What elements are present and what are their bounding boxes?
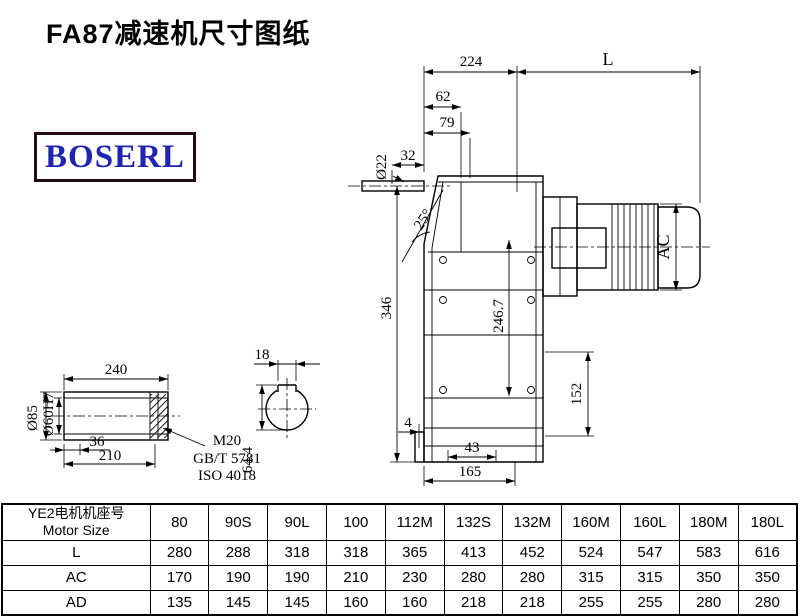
column-header: 90S [208, 503, 269, 541]
dim-25deg: 25° [411, 207, 436, 233]
technical-drawing: 224 L 62 79 32 Ø22 25° 346 246.7 AC [25, 49, 710, 486]
table-cell: 280 [502, 564, 563, 591]
output-shaft-view: 240 Ø85 Ø60H7 36 210 M20 GB/T 5781 ISO 4… [25, 362, 261, 484]
column-header: 90L [267, 503, 327, 541]
column-header: 160M [561, 503, 621, 541]
column-header: 80 [149, 503, 210, 541]
table-cell: 280 [678, 589, 739, 616]
table-cell: 315 [620, 564, 680, 591]
table-cell: 145 [267, 589, 327, 616]
dim-18: 18 [255, 347, 270, 363]
table-cell: 280 [149, 539, 210, 566]
column-header: 132M [502, 503, 563, 541]
table-cell: 452 [502, 539, 563, 566]
dim-210: 210 [99, 448, 122, 464]
brand-logo: BOSERL [34, 132, 196, 182]
table-cell: 315 [561, 564, 621, 591]
table-cell: 170 [149, 564, 210, 591]
table-cell: 288 [208, 539, 269, 566]
motor [534, 196, 710, 297]
row-label-AD: AD [1, 589, 151, 616]
table-cell: 190 [267, 564, 327, 591]
table-header-motor-size-en: Motor Size [42, 522, 110, 539]
dim-240: 240 [105, 362, 128, 378]
table-cell: 350 [737, 564, 798, 591]
table-cell: 190 [208, 564, 269, 591]
table-cell: 255 [620, 589, 680, 616]
dim-32: 32 [401, 148, 416, 164]
row-label-AC: AC [1, 564, 151, 591]
table-cell: 218 [443, 589, 504, 616]
column-header: 132S [443, 503, 504, 541]
dim-165: 165 [459, 464, 482, 480]
table-cell: 547 [620, 539, 680, 566]
page-title: FA87减速机尺寸图纸 [46, 19, 311, 49]
table-cell: 280 [443, 564, 504, 591]
table-cell: 255 [561, 589, 621, 616]
table-cell: 350 [678, 564, 739, 591]
dim-36: 36 [90, 434, 106, 450]
table-cell: 280 [737, 589, 798, 616]
dim-dia22: Ø22 [374, 154, 390, 180]
row-label-L: L [1, 539, 151, 566]
table-cell: 160 [325, 589, 386, 616]
dim-dia85: Ø85 [25, 405, 41, 431]
dim-62: 62 [436, 89, 451, 105]
column-header: 180L [737, 503, 798, 541]
table-cell: 318 [267, 539, 327, 566]
shaft-section-view: 18 64.4 [240, 347, 320, 473]
table-row-AD: AD 135 145 145 160 160 218 218 255 255 2… [1, 589, 798, 616]
dim-dia60h7: Ø60H7 [41, 391, 57, 436]
column-header: 112M [384, 503, 445, 541]
dim-79: 79 [440, 115, 455, 131]
table-cell: 524 [561, 539, 621, 566]
column-header: 100 [325, 503, 386, 541]
note-thread: M20 [213, 433, 241, 449]
table-cell: 365 [384, 539, 445, 566]
dim-L: L [603, 49, 614, 69]
table-cell: 318 [325, 539, 386, 566]
table-cell: 230 [384, 564, 445, 591]
table-cell: 160 [384, 589, 445, 616]
table-row-L: L 280 288 318 318 365 413 452 524 547 58… [1, 539, 798, 566]
dim-43: 43 [465, 440, 480, 456]
dim-346: 346 [379, 296, 395, 319]
note-standard-gb: GB/T 5781 [193, 451, 261, 467]
dim-AC: AC [653, 234, 673, 259]
main-view-dimensions: 224 L 62 79 32 Ø22 25° 346 246.7 AC [374, 49, 701, 486]
note-standard-iso: ISO 4018 [198, 468, 256, 484]
dim-4: 4 [404, 415, 412, 431]
table-cell: 583 [678, 539, 739, 566]
table-cell: 135 [149, 589, 210, 616]
motor-size-dimension-table: YE2电机机座号 Motor Size 80 90S 90L 100 112M … [1, 503, 798, 616]
dim-152: 152 [569, 383, 585, 406]
column-header: 180M [678, 503, 739, 541]
table-cell: 218 [502, 589, 563, 616]
dim-64-4: 64.4 [240, 446, 256, 473]
gearbox-housing [348, 175, 544, 463]
table-cell: 145 [208, 589, 269, 616]
table-cell: 616 [737, 539, 798, 566]
dim-246-7: 246.7 [491, 299, 507, 333]
table-row-AC: AC 170 190 190 210 230 280 280 315 315 3… [1, 564, 798, 591]
brand-logo-text: BOSERL [45, 138, 185, 175]
dim-224: 224 [460, 54, 483, 70]
table-header-motor-size: YE2电机机座号 Motor Size [1, 503, 151, 541]
table-header-motor-size-cn: YE2电机机座号 [28, 505, 125, 522]
column-header: 160L [620, 503, 680, 541]
table-cell: 210 [325, 564, 386, 591]
table-cell: 413 [443, 539, 504, 566]
